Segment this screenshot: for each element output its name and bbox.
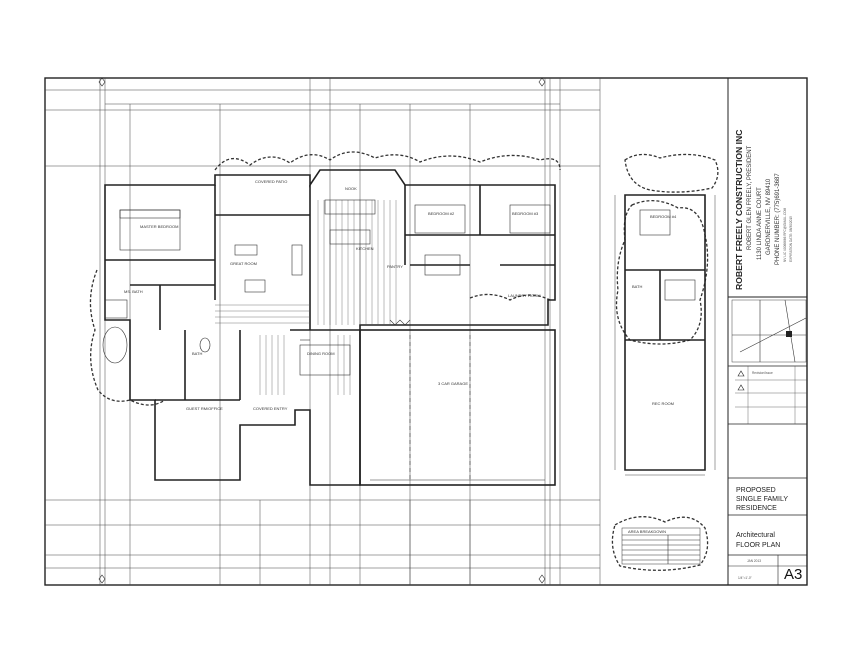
project-line-1: PROPOSED (736, 487, 776, 494)
bonus-floor-plan: BEDROOM #4 REC ROOM BATH (614, 153, 719, 476)
label-kitchen: KITCHEN (356, 246, 374, 251)
label-covered-patio: COVERED PATIO (255, 179, 287, 184)
firm-license: NV LIC #0066666 RFC@GMAIL.COM (783, 207, 787, 262)
label-bedroom-2: BEDROOM #2 (428, 211, 455, 216)
label-great-room: GREAT ROOM (230, 261, 257, 266)
firm-address-line2: GARDNERVILLE, NV 89410 (766, 178, 772, 255)
title-block: ROBERT FREELY CONSTRUCTION INC ROBERT GL… (727, 78, 807, 585)
label-master-bath: MS. BATH (124, 289, 143, 294)
label-guest-bath: BATH (192, 351, 202, 356)
label-garage: 3 CAR GARAGE (438, 381, 468, 386)
area-breakdown-table (621, 527, 701, 565)
drawing-title-line-2: FLOOR PLAN (736, 542, 780, 549)
drawing-date: JAN 2013 (747, 559, 761, 563)
label-pantry: PANTRY (387, 264, 403, 269)
firm-phone: PHONE NUMBER: (775)691-3687 (775, 173, 781, 265)
grid-markers (98, 77, 546, 584)
drawing-border (44, 77, 808, 586)
drawing-scale: 1/4"=1'-0" (738, 576, 752, 580)
label-laundry-room: LAUNDRY ROOM (508, 293, 541, 298)
label-guest-office: GUEST RM/OFFICE (186, 406, 223, 411)
project-line-2: SINGLE FAMILY (736, 496, 788, 503)
area-breakdown-title: AREA BREAKDOWN (628, 529, 666, 534)
sheet-number: A3 (784, 566, 802, 583)
firm-name: ROBERT FREELY CONSTRUCTION INC (734, 130, 744, 290)
drawing-title-line-1: Architectural (736, 532, 775, 539)
main-floor-plan: MASTER BEDROOM MS. BATH COVERED PATIO GR… (89, 151, 709, 571)
label-bonus-bath: BATH (632, 284, 642, 289)
revision-header: Revision/Issue (752, 371, 773, 375)
label-nook: NOOK (345, 186, 357, 191)
firm-address-line1: 1130 LINDA ANNE COURT (757, 187, 763, 260)
firm-expiration: EXPIRATION DATE: 08/30/2015 (789, 216, 793, 262)
firm-president: ROBERT GLEN FREELY, PRESIDENT (747, 145, 753, 250)
label-master-bedroom: MASTER BEDROOM (140, 224, 178, 229)
project-line-3: RESIDENCE (736, 505, 777, 512)
dimension-grid (45, 78, 601, 585)
label-covered-entry: COVERED ENTRY (253, 406, 288, 411)
label-rec-room: REC ROOM (652, 401, 674, 406)
kitchen-floor-hatch (215, 200, 397, 395)
label-bedroom-3: BEDROOM #3 (512, 211, 539, 216)
label-bedroom-4: BEDROOM #4 (650, 214, 677, 219)
label-dining-room: DINING ROOM (307, 351, 335, 356)
vicinity-map (731, 299, 807, 363)
